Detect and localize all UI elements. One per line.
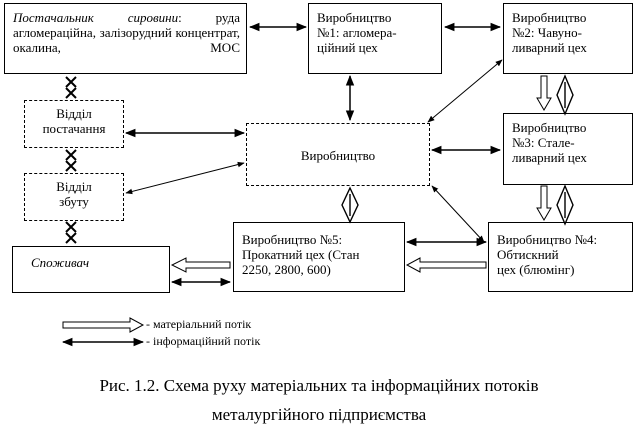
consumer-label: Споживач — [31, 255, 90, 270]
supply-dept-box: Відділ постачання — [24, 100, 124, 148]
material-arrow-prod2-prod3 — [536, 75, 552, 111]
production-5-line1: Виробництво №5: — [242, 232, 343, 247]
production-4-line1: Виробництво №4: — [497, 232, 598, 247]
consumer-box: Споживач — [12, 246, 170, 293]
production-4-line2: Обтискний — [497, 247, 559, 262]
material-arrow-prod5-consumer — [170, 257, 231, 273]
production-3-line3: ливарний цех — [512, 150, 587, 165]
production-3-line1: Виробництво — [512, 120, 587, 135]
production-5-line3: 2250, 2800, 600) — [242, 262, 331, 277]
info-arrow-production-prod2 — [427, 59, 503, 123]
x-links — [65, 76, 77, 244]
production-1-line2: №1: агломера- — [317, 25, 397, 40]
sales-dept-box: Відділ збуту — [24, 173, 124, 221]
production-box: Виробництво — [246, 123, 430, 186]
caption-line1: Рис. 1.2. Схема руху матеріальних та інф… — [99, 376, 539, 395]
sales-dept-line1: Відділ — [56, 179, 92, 194]
production-1-line1: Виробництво — [317, 10, 392, 25]
legend-material-arrow — [62, 317, 145, 333]
production-2-line2: №2: Чавуно- — [512, 25, 582, 40]
caption-line2: металургійного підприємства — [211, 405, 427, 424]
supply-dept-line2: постачання — [42, 121, 106, 136]
production-label: Виробництво — [300, 148, 376, 163]
production-1-line3: ційний цех — [317, 40, 378, 55]
production-2-line1: Виробництво — [512, 10, 587, 25]
supply-dept-line1: Відділ — [56, 106, 92, 121]
production-1-box: Виробництво №1: агломера- ційний цех — [308, 3, 442, 74]
info-arrow-sales-production — [125, 161, 245, 195]
legend-material-label: - матеріальний потік — [146, 317, 252, 331]
sales-dept-line2: збуту — [59, 194, 89, 209]
production-2-line3: ливарний цех — [512, 40, 587, 55]
supplier-box: Постачальник сировини: руда агломераційн… — [4, 3, 247, 74]
production-5-box: Виробництво №5: Прокатний цех (Стан 2250… — [233, 222, 405, 292]
production-3-box: Виробництво №3: Стале- ливарний цех — [503, 113, 633, 185]
production-4-line3: цех (блюмінг) — [497, 262, 575, 277]
production-2-box: Виробництво №2: Чавуно- ливарний цех — [503, 3, 633, 74]
material-arrow-prod4-prod5 — [405, 257, 487, 273]
production-3-line2: №3: Стале- — [512, 135, 575, 150]
supplier-title: Постачальник сировини — [13, 10, 179, 25]
supplier-materials: : руда агломераційна, залізорудний конце… — [13, 10, 240, 55]
legend-info-label: - інформаційний потік — [146, 334, 261, 348]
info-arrow-production-prod4 — [431, 185, 485, 243]
production-4-box: Виробництво №4: Обтискний цех (блюмінг) — [488, 222, 633, 292]
production-5-line2: Прокатний цех (Стан — [242, 247, 360, 262]
material-arrow-prod3-prod4 — [536, 185, 552, 221]
